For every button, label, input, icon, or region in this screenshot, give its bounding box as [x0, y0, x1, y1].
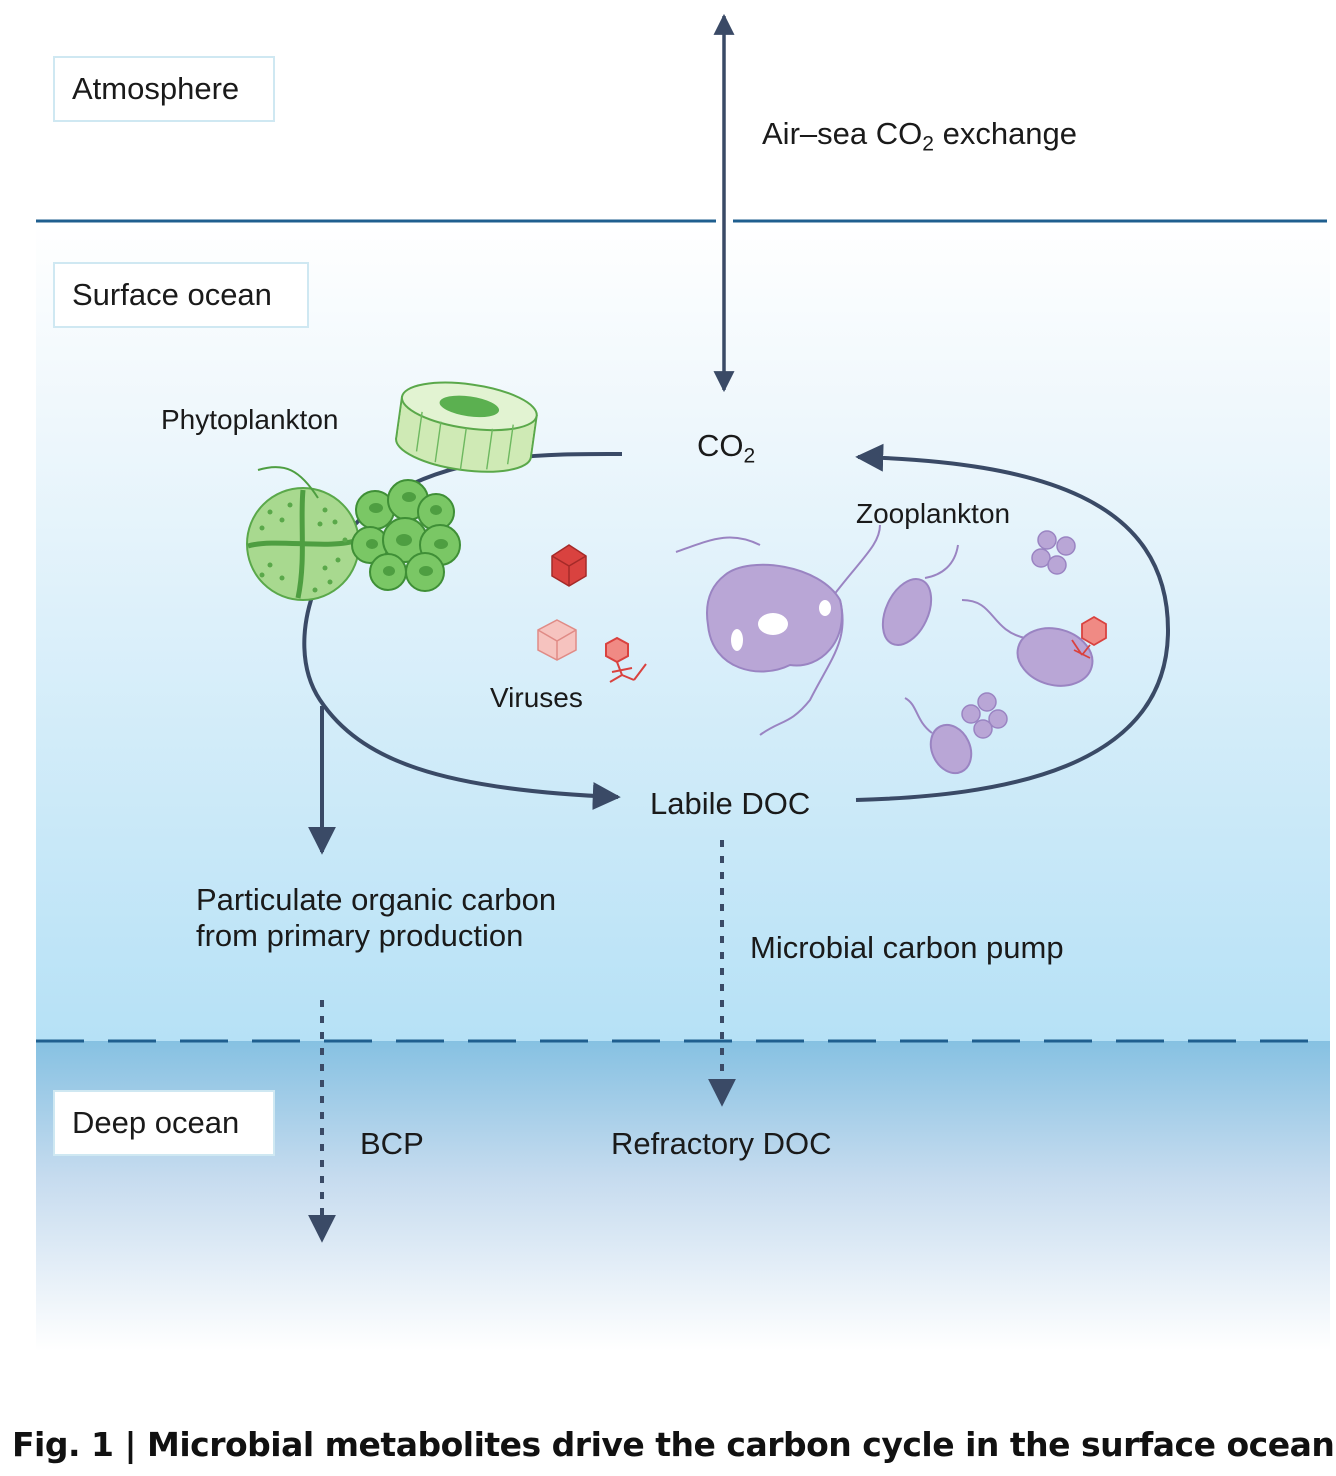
- viruses-icons: [537, 544, 647, 683]
- co2-label: CO2: [697, 428, 755, 469]
- cycle-loop-right: [855, 443, 1171, 802]
- deep-ocean-label: Deep ocean: [53, 1090, 275, 1156]
- figure-caption: Fig. 1 | Microbial metabolites drive the…: [12, 1425, 1336, 1464]
- diatom-disc-icon: [395, 381, 538, 473]
- flagellate-cell-icon: [881, 544, 959, 646]
- phytoplankton-label: Phytoplankton: [161, 404, 339, 435]
- bacteria-cluster-icon: [1031, 530, 1076, 575]
- zooplankton-label: Zooplankton: [856, 498, 1011, 529]
- co2-text: CO: [697, 428, 744, 463]
- small-flagellate-icon: [904, 697, 973, 775]
- zooplankton-icons: [675, 524, 1107, 775]
- phytoplankton-icons: [246, 381, 538, 601]
- viruses-label: Viruses: [490, 682, 583, 713]
- air-sea-prefix: Air–sea CO: [762, 116, 923, 151]
- poc-label-line2: from primary production: [196, 918, 524, 953]
- red-virus-icon: [551, 544, 587, 587]
- air-sea-exchange-label: Air–sea CO2 exchange: [762, 116, 1077, 157]
- flagellate-with-phage-icon: [961, 599, 1107, 687]
- surface-ocean-region: [36, 221, 1330, 1041]
- large-protist-icon: [675, 524, 881, 736]
- bcp-label: BCP: [360, 1126, 424, 1161]
- bacteria-cluster-icon-2: [961, 692, 1008, 739]
- atmosphere-label: Atmosphere: [53, 56, 275, 122]
- air-sea-suffix: exchange: [933, 116, 1078, 151]
- co2-subscript: 2: [743, 444, 756, 468]
- bacteriophage-icon: [605, 636, 647, 683]
- green-algae-chloroplasts: [366, 492, 448, 576]
- surface-ocean-label: Surface ocean: [53, 262, 309, 328]
- pink-virus-icon: [537, 619, 577, 661]
- air-sea-subscript: 2: [922, 132, 934, 156]
- carbon-cycle-diagram: [36, 13, 1330, 1351]
- deep-ocean-region: [36, 1041, 1330, 1351]
- labile-doc-label: Labile DOC: [650, 786, 811, 821]
- green-algae-colony-icon: [351, 479, 461, 592]
- poc-label-line1: Particulate organic carbon: [196, 882, 557, 917]
- refractory-doc-label: Refractory DOC: [611, 1126, 832, 1161]
- microbial-carbon-pump-label: Microbial carbon pump: [750, 930, 1064, 965]
